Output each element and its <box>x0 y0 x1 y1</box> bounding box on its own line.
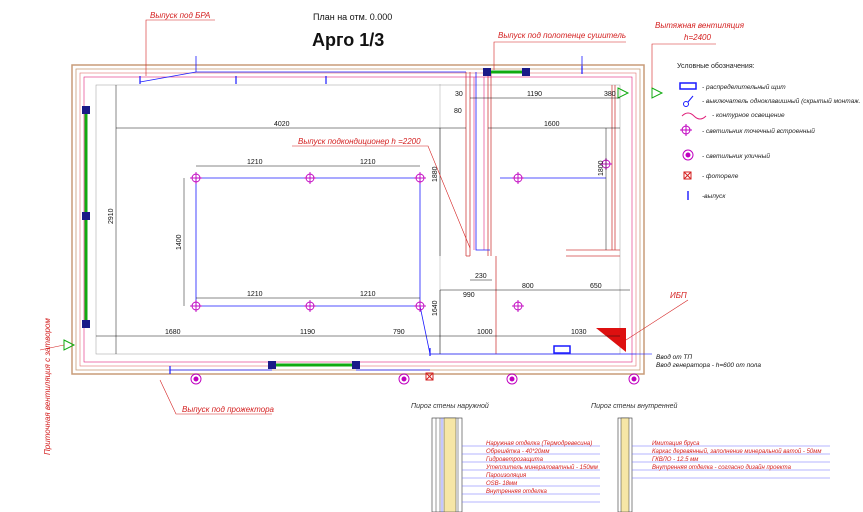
callout-towel-dryer: Выпуск под полотенце сушитель <box>498 31 626 40</box>
partition-walls <box>439 72 620 354</box>
ups-icon <box>596 328 626 352</box>
layer-label: Гидроветрозащита <box>486 457 544 463</box>
dim-text: 990 <box>463 292 475 299</box>
layer-label: Имитация бруса <box>652 441 700 447</box>
layer-label: Внутренняя отделка <box>486 489 548 495</box>
dim-text: 1640 <box>432 300 439 316</box>
dim-text: 30 <box>455 91 463 98</box>
dim-text: 230 <box>475 273 487 280</box>
legend-title: Условные обозначения: <box>677 62 755 70</box>
dim-text: 1880 <box>432 166 439 182</box>
input-tp-label: Ввод от ТП <box>656 353 692 361</box>
input-generator-label: Ввод генератора - h=600 от пола <box>656 361 761 369</box>
dim-text: 1800 <box>598 160 605 176</box>
dim-text: 1600 <box>544 121 560 128</box>
legend-item-label: - распределительный щит <box>702 83 786 91</box>
switch-icon <box>683 95 694 107</box>
callout-exhaust-height: h=2400 <box>684 33 711 42</box>
plan-level-label: План на отм. 0.000 <box>313 12 392 22</box>
inner-wall-title: Пирог стены внутренней <box>591 402 677 410</box>
legend-item-label: - контурное освещение <box>712 112 785 119</box>
callout-exhaust-vent: Вытяжная вентиляция <box>655 21 745 30</box>
photo-relay-icon <box>425 372 434 381</box>
dim-text: 1210 <box>360 291 376 298</box>
layer-label: Наружная отделка (Термодревесина) <box>486 441 592 447</box>
street-lights <box>190 373 640 385</box>
layer-label: Каркас деревянный, заполнение минерально… <box>652 448 821 455</box>
dim-text: 1190 <box>527 91 542 98</box>
photo-relay-icon <box>683 171 692 180</box>
legend: Условные обозначения: - распределительны… <box>677 62 861 200</box>
dim-text: 80 <box>454 108 462 115</box>
dim-text: 790 <box>393 329 405 336</box>
dim-text: 1680 <box>165 329 181 336</box>
dim-text: 4020 <box>274 121 290 128</box>
dim-text: 380 <box>604 91 616 98</box>
dim-text: 650 <box>590 283 602 290</box>
dim-text: 1210 <box>247 291 263 298</box>
recessed-spotlights <box>190 158 612 312</box>
dim-text: 800 <box>522 283 534 290</box>
layer-label: Внутренняя отделка - согласно дизайн про… <box>652 464 792 471</box>
dim-text: 1210 <box>360 159 376 166</box>
distribution-board-icon <box>553 345 571 354</box>
legend-item-label: - светильник уличный <box>702 152 770 160</box>
legend-item-label: - фотореле <box>702 173 739 180</box>
dim-text: 1400 <box>176 234 183 250</box>
layer-label: Обрешётка - 40*20мм <box>486 449 549 455</box>
project-title: Арго 1/3 <box>312 30 384 50</box>
dim-text: 2910 <box>108 208 115 224</box>
callout-projector: Выпуск под прожектора <box>182 405 275 414</box>
dim-text: 1190 <box>300 329 315 336</box>
layer-label: Пароизоляция <box>486 473 527 479</box>
callout-bra: Выпуск под БРА <box>150 11 210 20</box>
outlets <box>139 66 583 374</box>
legend-item-label: - выключатель одноклавишный (скрытый мон… <box>702 97 861 105</box>
window-frames <box>82 68 530 369</box>
callout-supply-vent: Приточная вентиляция с затвором <box>43 318 52 455</box>
layer-label: Утеплитель минераловатный - 150мм <box>485 464 598 471</box>
dimension-lines <box>96 85 630 354</box>
contour-light-icon <box>681 112 707 120</box>
callout-air-conditioner: Выпуск подкондиционер h =2200 <box>298 137 421 146</box>
dim-text: 1210 <box>247 159 263 166</box>
callout-ups: ИБП <box>670 291 687 300</box>
layer-label: ГКВЛО - 12.5 мм <box>652 457 698 463</box>
dim-text: 1000 <box>477 329 493 336</box>
wiring <box>139 56 636 371</box>
outer-wall-title: Пирог стены наружной <box>411 402 489 410</box>
contour-lighting <box>83 76 633 363</box>
layer-label: OSB- 18мм <box>486 481 517 487</box>
callout-leaders <box>39 19 716 415</box>
legend-item-label: -выпуск <box>702 193 726 200</box>
dim-text: 1030 <box>571 329 587 336</box>
recessed-spotlight-icon <box>680 124 692 136</box>
building-walls <box>71 64 645 375</box>
legend-item-label: - светильник точечный встроенный <box>702 127 815 135</box>
inner-wall-section: Пирог стены внутренней Имитация бруса Ка… <box>591 402 830 512</box>
vent-symbols <box>63 87 664 351</box>
street-light-icon <box>682 149 694 161</box>
windows <box>84 70 525 367</box>
distribution-board-icon <box>679 82 697 90</box>
outer-wall-section: Пирог стены наружной Наружная отделка (Т… <box>411 402 600 512</box>
